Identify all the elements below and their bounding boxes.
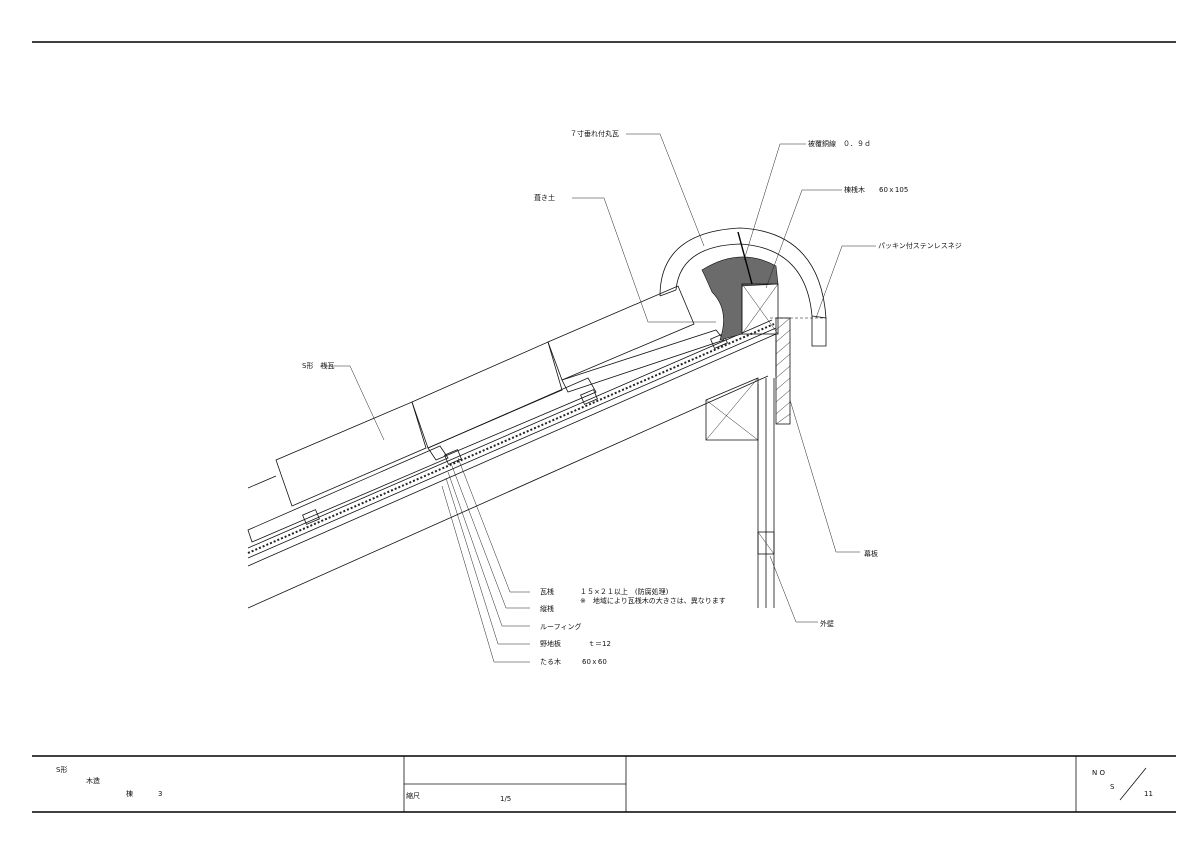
sheet-number-slash [1119, 767, 1147, 801]
title-block: S形 木造 棟 3 縮尺 1/5 N O S 11 [32, 755, 1176, 813]
label-outer-wall: 外壁 [820, 619, 834, 628]
leader-s-tile [320, 365, 385, 441]
leader-screw [815, 245, 876, 319]
leader-ridge-timber [765, 189, 842, 289]
ridge-round-tile-inner [675, 243, 813, 317]
annotation-labels: ７寸垂れ付丸瓦 被覆銅線 ０．９ｄ 棟桟木 60ｘ105 パッキン付ステンレスネ… [302, 129, 962, 666]
ridge-round-tile-outer [659, 227, 827, 319]
label-batten-note: ※ 地域により瓦桟木の大きさは、異なります [580, 596, 726, 605]
fascia-hatch [775, 317, 791, 425]
leader-rafter [441, 485, 530, 663]
batten-3 [580, 389, 598, 405]
leader-outer-wall [769, 555, 818, 623]
leader-wire [743, 143, 806, 261]
label-roofing: ルーフィング [540, 622, 581, 631]
ridge-tile-drip-left [659, 289, 677, 297]
tb-ridge-no: 3 [158, 790, 162, 798]
fascia-board [775, 317, 791, 425]
label-packing-screw: パッキン付ステンレスネジ [878, 241, 962, 250]
s-tile-1 [275, 401, 427, 507]
label-batten: 瓦桟 [540, 587, 554, 596]
tb-ridge-label: 棟 [126, 789, 133, 798]
leader-counter-batten [451, 465, 530, 609]
copper-wire [737, 231, 753, 285]
mortar-fill [701, 256, 779, 341]
rafter-bottom-line [247, 375, 769, 609]
s-tile-2-body [427, 377, 597, 461]
s-tile-2 [411, 341, 563, 449]
label-ridge-tile: ７寸垂れ付丸瓦 [570, 129, 619, 138]
label-counter-batten: 縦桟 [540, 604, 554, 613]
leader-mortar [572, 197, 716, 323]
s-tile-1-body [247, 445, 449, 543]
tb-series: S [1110, 783, 1115, 791]
counter-batten-line [247, 319, 773, 549]
ridge-timber-diag-2 [741, 283, 779, 335]
label-batten-spec: １５×２１以上 (防腐処理) [580, 587, 669, 596]
wall-stud [757, 531, 775, 555]
label-ridge-timber: 棟桟木 60ｘ105 [844, 185, 908, 194]
leader-roofing [447, 471, 530, 627]
s-tile-3 [547, 285, 695, 381]
label-sheathing-spec: ｔ＝12 [588, 640, 611, 648]
label-rafter-spec: 60ｘ60 [582, 658, 607, 666]
label-mortar: 葺き土 [534, 193, 555, 202]
batten-2 [444, 449, 462, 465]
beam-diag-1 [705, 399, 759, 441]
leader-lines [320, 133, 876, 663]
wall-stud-diag [757, 531, 775, 555]
beam-diag-2 [705, 377, 759, 441]
leader-ridge-tile [626, 133, 705, 247]
ridge-tile-drop [811, 315, 827, 347]
tb-structure: 木造 [86, 776, 100, 785]
label-wire: 被覆銅線 ０．９ｄ [808, 139, 871, 148]
leader-sheathing [445, 477, 530, 645]
label-s-tile: S形 桟瓦 [302, 361, 334, 370]
sheathing-top [247, 327, 777, 559]
wall-structure [705, 317, 791, 608]
label-sheathing: 野地板 [540, 639, 561, 648]
leader-batten [457, 457, 530, 593]
tb-sheet-no: 11 [1144, 790, 1153, 798]
rafter-top-line [247, 333, 777, 567]
tile-tail-left [247, 475, 277, 489]
tb-type: S形 [56, 766, 67, 774]
batten-1 [302, 509, 320, 525]
tb-scale-value: 1/5 [500, 795, 511, 803]
label-rafter: たる木 [540, 657, 561, 666]
tb-scale-label: 縮尺 [406, 791, 420, 800]
ridge-assembly [659, 227, 827, 347]
ridge-timber [741, 283, 779, 335]
label-fascia: 幕板 [864, 549, 878, 558]
leader-fascia [789, 399, 860, 553]
s-tiles [247, 285, 728, 543]
s-tile-3-body [561, 329, 725, 393]
tb-no-label: N O [1092, 769, 1105, 777]
